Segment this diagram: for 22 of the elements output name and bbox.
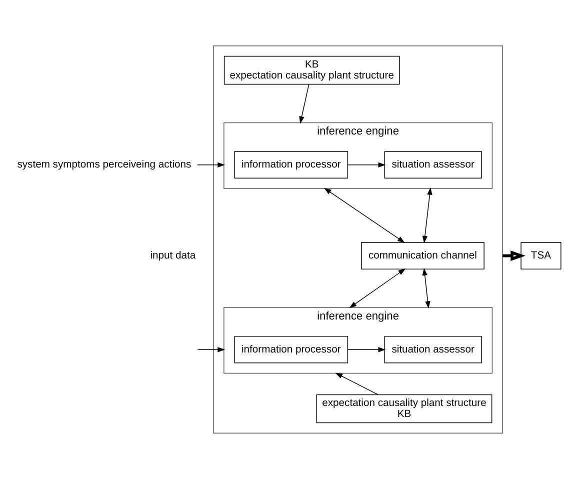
node-box: communication channel xyxy=(361,242,484,270)
node-box: situation assessor xyxy=(384,336,482,364)
arrow xyxy=(335,372,378,396)
node-box: information processor xyxy=(234,151,348,179)
label: input data xyxy=(150,250,196,262)
arrow xyxy=(348,162,386,168)
arrow xyxy=(196,162,226,168)
node-box: KB expectation causality plant structure xyxy=(224,56,400,85)
arrow xyxy=(324,188,405,243)
node-box: information processor xyxy=(234,336,348,364)
arrow xyxy=(197,347,226,352)
arrow xyxy=(422,268,430,309)
arrow xyxy=(422,187,432,244)
arrow xyxy=(349,268,406,308)
node-box: expectation causality plant structure KB xyxy=(316,394,492,424)
arrow xyxy=(348,347,386,352)
arrow xyxy=(299,84,310,124)
node-text: system symptoms perceiveing actions xyxy=(17,160,192,171)
arrow xyxy=(502,250,526,261)
node-box: situation assessor xyxy=(384,151,482,179)
node-box: TSA xyxy=(520,242,562,270)
cluster xyxy=(213,46,503,434)
